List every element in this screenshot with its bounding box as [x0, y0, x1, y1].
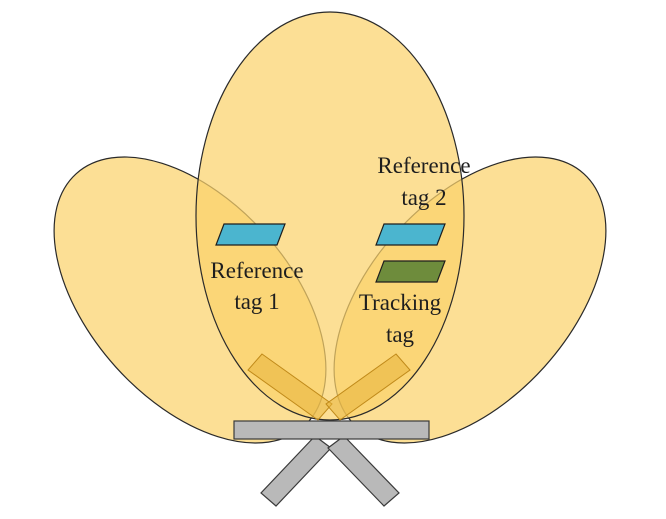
tracking-tag-label-line2: tag — [386, 322, 415, 347]
tracking-tag-icon — [375, 260, 446, 283]
reference-tag-2-label-line1: Reference — [377, 153, 470, 178]
antenna-bar — [233, 420, 430, 440]
tracking-tag-label-line1: Tracking — [359, 290, 442, 315]
reference-tag-1-label-line2: tag 1 — [234, 289, 279, 314]
labels: Reference tag 1 Reference tag 2 Tracking… — [210, 153, 470, 347]
antenna-leg-right — [327, 435, 400, 507]
reference-tag-1-label-line1: Reference — [210, 258, 303, 283]
antenna-leg-left — [260, 435, 332, 507]
right-antenna-element — [325, 353, 411, 421]
antenna-elements — [247, 353, 411, 421]
reference-tag-2-label-line2: tag 2 — [401, 185, 446, 210]
tags — [215, 223, 446, 283]
reference-tag-1-icon — [215, 223, 286, 246]
center-beam-lobe — [195, 11, 465, 421]
reader-antenna — [233, 420, 430, 507]
reference-tag-2-icon — [375, 223, 446, 246]
left-antenna-element — [247, 353, 333, 421]
